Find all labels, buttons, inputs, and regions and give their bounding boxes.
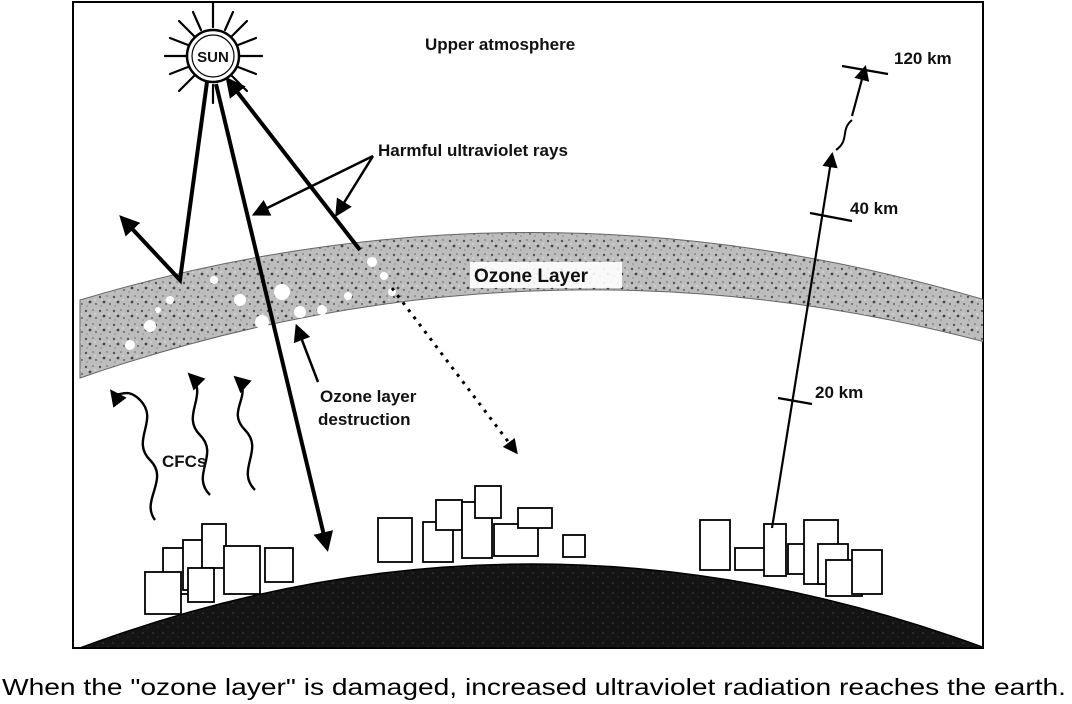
earth [79,563,983,648]
uv-rays [119,76,518,552]
uv-ray-to-earth [214,83,334,552]
ozone-layer-label-bg [470,262,622,288]
upper-atmosphere-label: Upper atmosphere [425,35,575,54]
destruction-label-2: destruction [318,410,411,429]
cfcs-label: CFCs [162,452,206,471]
sun-label: SUN [197,49,229,66]
uv-ray-dotted [390,287,518,455]
ozone-band [79,232,983,379]
altitude-axis [770,64,889,529]
buildings-left [144,523,294,615]
uv-ray-to-ozone [225,76,362,252]
ozone-layer-label: Ozone Layer [474,266,589,287]
harmful-rays-label: Harmful ultraviolet rays [378,141,568,160]
label-pointers [251,154,375,383]
altitude-40-label: 40 km [850,199,898,218]
ozone-holes [125,257,396,350]
destruction-label-1: Ozone layer [320,387,417,406]
sun: SUN [163,0,264,105]
altitude-120-label: 120 km [894,49,952,68]
figure-caption: When the "ozone layer" is damaged, incre… [2,674,1066,700]
buildings-center [377,485,586,563]
buildings-right [699,519,883,597]
cfc-arrows [109,372,256,521]
altitude-20-label: 20 km [815,383,863,402]
uv-ray-reflected [119,81,209,285]
